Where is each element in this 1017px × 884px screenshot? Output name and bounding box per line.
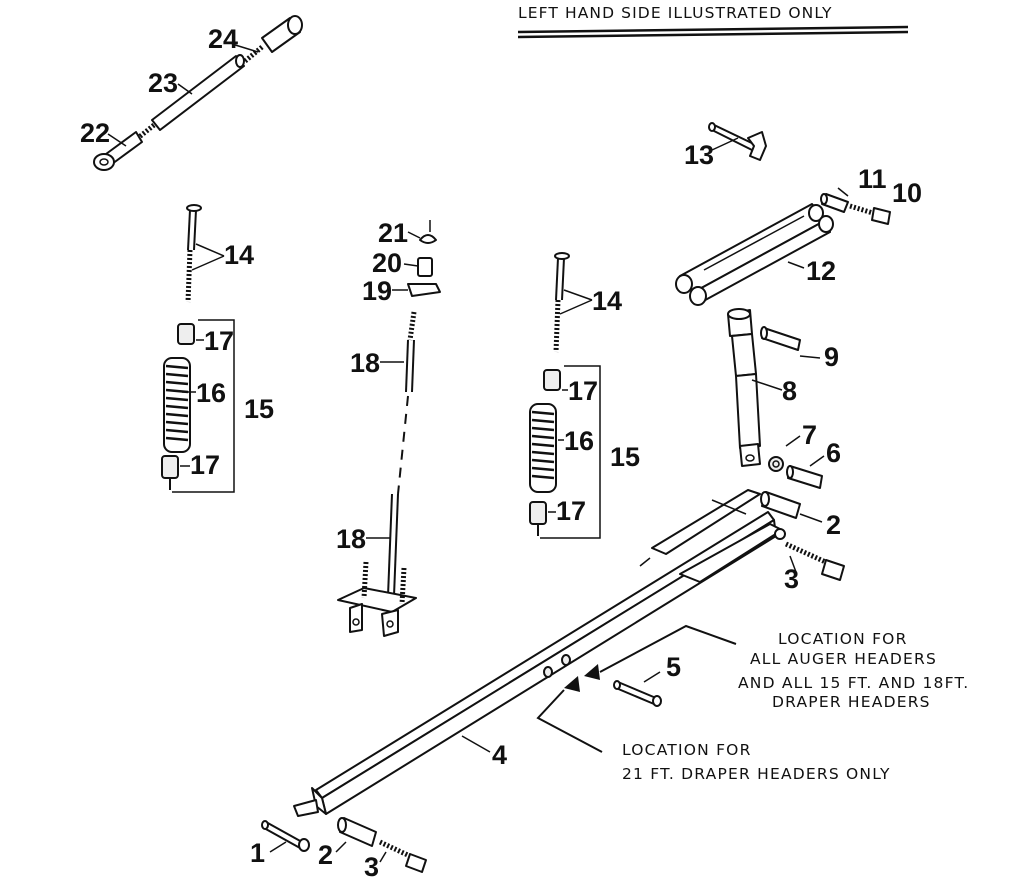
part-5-pin (613, 680, 662, 707)
part-2-upper-pin (760, 491, 801, 519)
note-upper: LOCATION FOR ALL AUGER HEADERS AND ALL 1… (738, 630, 969, 711)
callout-16-right: 16 (564, 426, 594, 456)
part-17-right-upper (543, 369, 561, 391)
callout-17-right-lower: 17 (556, 496, 586, 526)
callout-2-upper: 2 (826, 510, 841, 540)
part-9-pin (760, 326, 801, 351)
part-20-bushing (417, 257, 433, 277)
part-7-washer (768, 456, 784, 472)
callout-19: 19 (362, 276, 392, 306)
part-18-lower-rod (387, 493, 399, 597)
part-3-lower-bolt (378, 839, 427, 873)
callout-12: 12 (806, 256, 836, 286)
part-18-upper-rod (405, 311, 417, 393)
callout-18-upper: 18 (350, 348, 380, 378)
center-rod-assembly (337, 220, 441, 637)
callouts: 24 23 22 13 11 10 12 9 8 7 6 2 3 14 17 1… (80, 24, 922, 882)
note-upper-line-2: ALL AUGER HEADERS (750, 650, 937, 668)
callout-16-left: 16 (196, 378, 226, 408)
part-10-bolt (849, 203, 891, 225)
callout-10: 10 (892, 178, 922, 208)
leader-lines (107, 43, 849, 863)
diagram-header: LEFT HAND SIDE ILLUSTRATED ONLY (517, 4, 909, 39)
note-lower: LOCATION FOR 21 FT. DRAPER HEADERS ONLY (622, 741, 891, 783)
link-assembly (93, 15, 303, 171)
note-lower-line-2: 21 FT. DRAPER HEADERS ONLY (622, 765, 891, 783)
note-lower-line-1: LOCATION FOR (622, 741, 752, 759)
note-upper-line-4: DRAPER HEADERS (772, 693, 931, 711)
part-19-block (407, 283, 441, 297)
callout-15-right: 15 (610, 442, 640, 472)
part-21-cap (419, 220, 437, 244)
callout-14-right: 14 (592, 286, 622, 316)
callout-2-lower: 2 (318, 840, 333, 870)
note-upper-line-1: LOCATION FOR (778, 630, 908, 648)
part-22-rod-end (93, 123, 156, 171)
callout-22: 22 (80, 118, 110, 148)
callout-11: 11 (858, 164, 887, 194)
part-1-pin (261, 820, 310, 852)
part-14-left-bolt (185, 204, 202, 303)
part-3-upper-bolt (784, 541, 845, 581)
callout-3-upper: 3 (784, 564, 799, 594)
part-14-right-bolt (553, 252, 570, 353)
callout-24: 24 (208, 24, 238, 54)
callout-23: 23 (148, 68, 178, 98)
part-11-spacer (820, 193, 849, 213)
callout-7: 7 (802, 420, 817, 450)
callout-13: 13 (684, 140, 714, 170)
callout-3-lower: 3 (364, 852, 379, 882)
callout-17-right-upper: 17 (568, 376, 598, 406)
part-12-arm (675, 203, 834, 306)
callout-14-left: 14 (224, 240, 254, 270)
note-upper-line-3: AND ALL 15 FT. AND 18FT. (738, 674, 969, 692)
callout-9: 9 (824, 342, 839, 372)
part-24-clevis (242, 15, 303, 64)
part-17-left-lower (161, 455, 179, 479)
callout-5: 5 (666, 652, 681, 682)
callout-18-lower: 18 (336, 524, 366, 554)
header-title: LEFT HAND SIDE ILLUSTRATED ONLY (518, 4, 833, 22)
callout-15-left: 15 (244, 394, 274, 424)
callout-17-left-lower: 17 (190, 450, 220, 480)
part-16-left-spring (163, 357, 191, 453)
callout-20: 20 (372, 248, 402, 278)
part-4-frame (293, 489, 786, 817)
mounting-plate (337, 561, 417, 637)
part-17-right-lower (529, 501, 547, 525)
part-16-right-spring (529, 403, 557, 493)
callout-6: 6 (826, 438, 841, 468)
right-spring-assembly (529, 252, 601, 539)
callout-21: 21 (378, 218, 408, 248)
part-13-hitch-pin (708, 122, 767, 161)
part-8-cylinder (727, 308, 761, 467)
part-6-pin (786, 465, 823, 489)
left-spring-assembly (161, 204, 235, 493)
callout-17-left-upper: 17 (204, 326, 234, 356)
part-17-left-upper (177, 323, 195, 345)
callout-1: 1 (250, 838, 265, 868)
part-2-lower-pin (337, 817, 377, 847)
callout-8: 8 (782, 376, 797, 406)
callout-4: 4 (492, 740, 507, 770)
part-23-tube (151, 54, 245, 131)
